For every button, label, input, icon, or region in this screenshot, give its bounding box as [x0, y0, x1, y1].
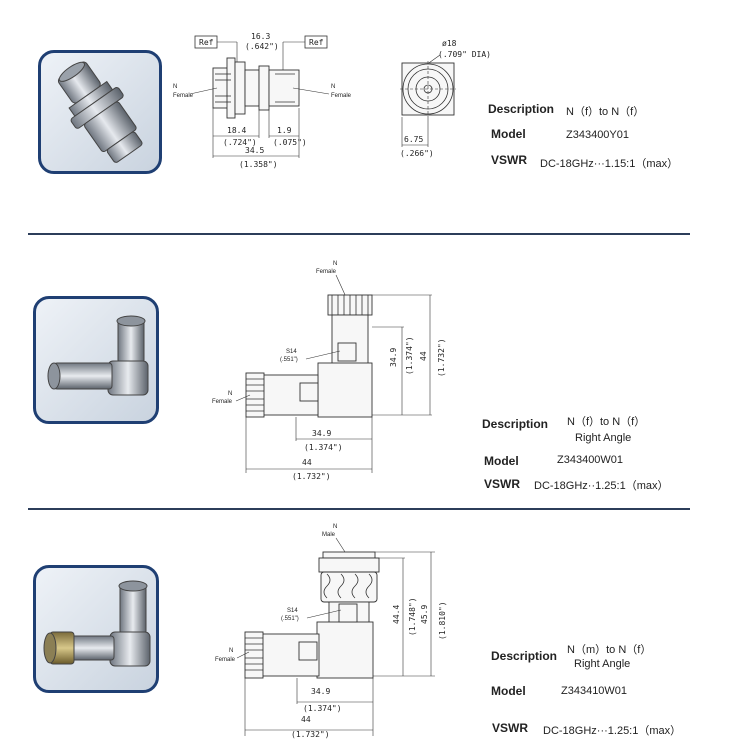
dim-v2-in: (1.732")	[437, 338, 446, 377]
description-line2-3: Right Angle	[574, 658, 631, 670]
straight-adapter-drawing: Ref Ref 16.3 (.642") N Female N Female 1…	[173, 32, 352, 169]
side-connector-sub-3: Female	[215, 657, 236, 663]
right-connector-label: N	[331, 84, 335, 90]
dim-v1: 34.9	[389, 348, 398, 367]
description-value-2: N（f）to N（f）	[567, 416, 646, 428]
product-photo-1	[38, 50, 162, 174]
dim-b-in: (.075")	[273, 138, 307, 147]
dim-b: 1.9	[277, 126, 292, 135]
dim-h2: 44	[302, 458, 312, 467]
product-photo-3	[33, 565, 159, 693]
model-value-2: Z343400W01	[557, 454, 624, 466]
dia-in-label: (.709" DIA)	[438, 50, 491, 59]
dim-total: 34.5	[245, 146, 264, 155]
vswr-value-3: DC-18GHz···1.25:1（max）	[543, 725, 682, 737]
dim-h1-in: (1.374")	[304, 443, 343, 452]
description-label-1: Description	[488, 102, 555, 116]
model-label-2: Model	[484, 454, 519, 468]
dim-v2: 44	[419, 351, 428, 361]
section-divider-2	[28, 508, 690, 510]
dim-v2-3: 45.9	[420, 605, 429, 624]
model-value-3: Z343410W01	[561, 685, 628, 697]
vswr-value-2: DC-18GHz··1.25:1（max）	[534, 480, 669, 492]
vswr-label-1: VSWR	[491, 153, 527, 167]
dim-h1-in-3: (1.374")	[303, 704, 342, 713]
hex-in-label-3: (.551")	[281, 616, 299, 622]
right-angle-drawing-1: N Female S14 (.551") N Female 34.9 (1.37…	[212, 261, 446, 481]
dim-h1: 34.9	[312, 429, 331, 438]
hex-label: S14	[286, 349, 297, 355]
connector-right-angle-image	[47, 315, 149, 396]
dia-label: ø18	[442, 39, 457, 48]
top-connector-label: N	[333, 261, 337, 267]
hex-label-3: S14	[287, 608, 298, 614]
end-view-drawing: ø18 (.709" DIA) 6.75 (.266")	[400, 39, 491, 158]
dim-h2-in: (1.732")	[292, 472, 331, 481]
dim-a: 18.4	[227, 126, 246, 135]
model-label-1: Model	[491, 127, 526, 141]
dim-h2-in-3: (1.732")	[291, 730, 330, 739]
product-photo-2	[33, 296, 159, 424]
side-connector-sub: Female	[212, 399, 233, 405]
dim-h1-3: 34.9	[311, 687, 330, 696]
ref-right-label: Ref	[309, 38, 324, 47]
section-divider-1	[28, 233, 690, 235]
vswr-label-3: VSWR	[492, 721, 528, 735]
dim-v1-in: (1.374")	[405, 336, 414, 375]
right-angle-drawing-2: N Male S14 (.551") N Female 34.9 (1.374"…	[215, 524, 447, 739]
description-label-3: Description	[491, 649, 558, 663]
vswr-label-2: VSWR	[484, 477, 520, 491]
description-value-1: N（f）to N（f）	[566, 106, 645, 118]
left-connector-sub: Female	[173, 93, 194, 99]
dim-c: 6.75	[404, 135, 423, 144]
description-line2-2: Right Angle	[575, 432, 632, 444]
side-connector-label: N	[228, 391, 232, 397]
side-connector-label-3: N	[229, 648, 233, 654]
dim-top: 16.3	[251, 32, 270, 41]
connector-right-angle-male-image	[43, 580, 151, 667]
connector-straight-image	[57, 61, 143, 163]
top-connector-label-3: N	[333, 524, 337, 530]
hex-in-label: (.551")	[280, 357, 298, 363]
top-connector-sub: Female	[316, 269, 337, 275]
dim-a-in: (.724")	[223, 138, 257, 147]
model-label-3: Model	[491, 684, 526, 698]
dim-h2-3: 44	[301, 715, 311, 724]
vswr-value-1: DC-18GHz···1.15:1（max）	[540, 158, 679, 170]
model-value-1: Z343400Y01	[566, 129, 629, 141]
left-connector-label: N	[173, 84, 177, 90]
dim-top-in: (.642")	[245, 42, 279, 51]
ref-left-label: Ref	[199, 38, 214, 47]
description-value-3: N（m）to N（f）	[567, 644, 652, 656]
description-label-2: Description	[482, 417, 549, 431]
dim-c-in: (.266")	[400, 149, 434, 158]
dim-total-in: (1.358")	[239, 160, 278, 169]
dim-v1-in-3: (1.748")	[408, 597, 417, 636]
right-connector-sub: Female	[331, 93, 352, 99]
dim-v2-in-3: (1.810")	[438, 601, 447, 640]
top-connector-sub-3: Male	[322, 532, 336, 538]
dim-v1-3: 44.4	[392, 605, 401, 624]
